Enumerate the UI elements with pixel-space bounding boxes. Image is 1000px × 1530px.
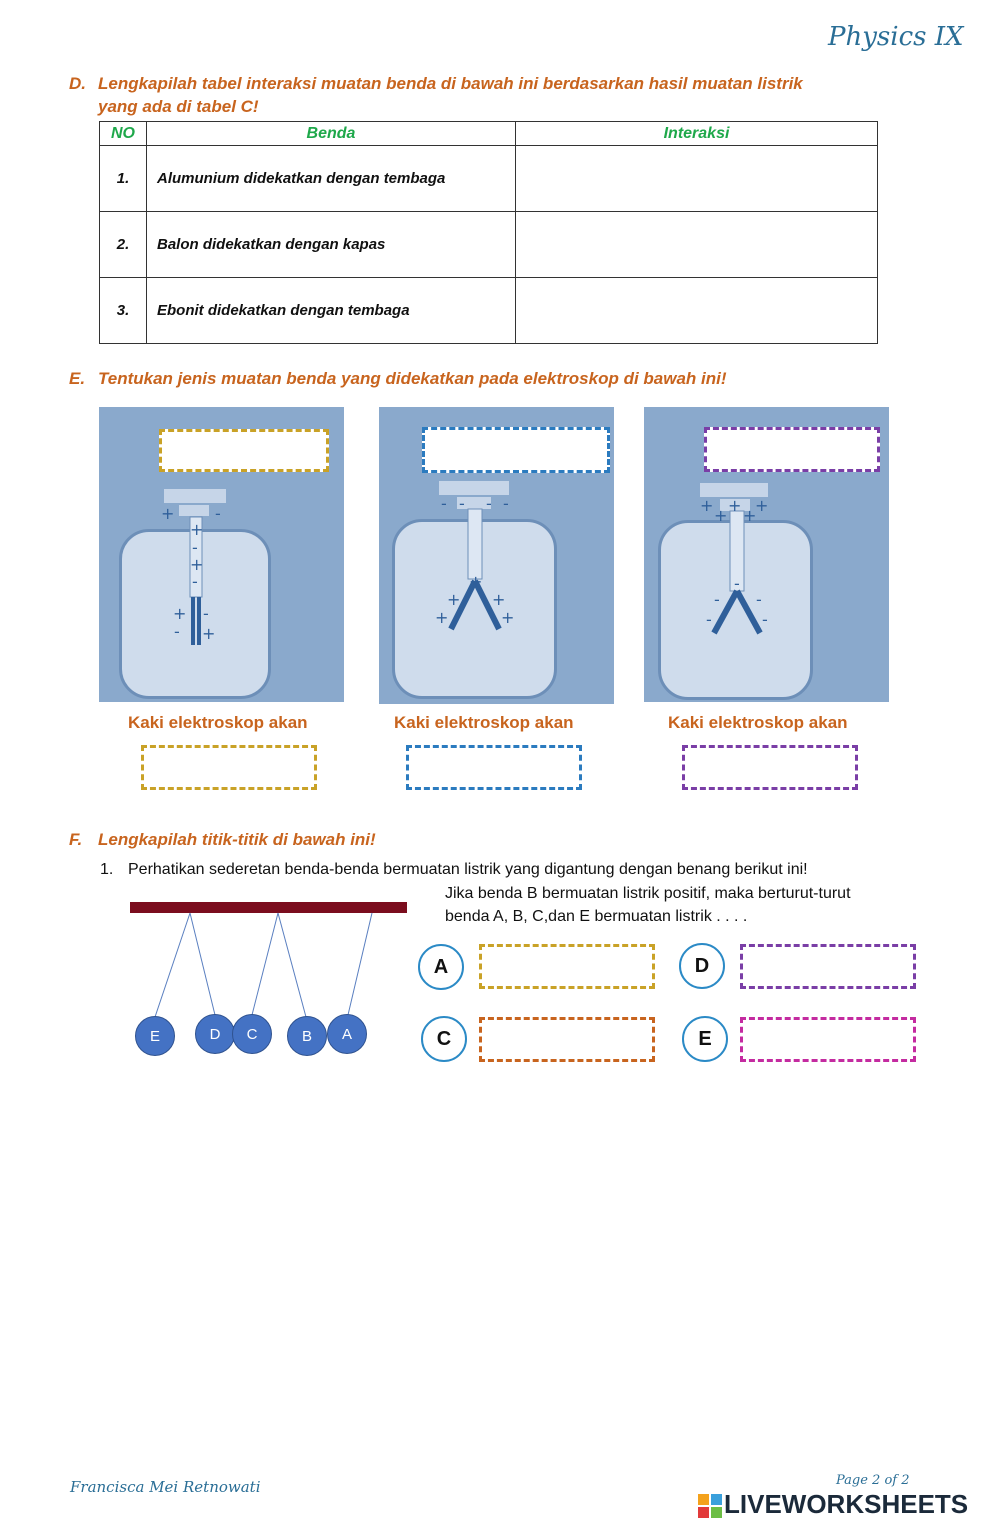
svg-text:+: +: [700, 496, 713, 515]
svg-text:+: +: [492, 590, 505, 609]
svg-text:+: +: [728, 496, 741, 515]
section-d-line1: Lengkapilah tabel interaksi muatan benda…: [98, 74, 803, 93]
panel-1-caption: Kaki elektroskop akan: [128, 713, 308, 732]
svg-text:+: +: [435, 608, 448, 627]
section-d-line2: yang ada di tabel C!: [98, 97, 259, 116]
svg-text:+: +: [190, 555, 203, 574]
section-e-letter: E.: [69, 369, 86, 388]
svg-text:+: +: [161, 504, 174, 523]
header-no: NO: [99, 121, 147, 146]
answer-label-c: C: [421, 1016, 467, 1062]
liveworksheets-logo-icon: [698, 1494, 722, 1518]
interaksi-answer-cell[interactable]: [515, 145, 878, 212]
answer-label-d: D: [679, 943, 725, 989]
charge-ball-b: B: [287, 1016, 327, 1056]
author-signature: Francisca Mei Retnowati: [70, 1478, 261, 1496]
svg-text:-: -: [503, 494, 509, 513]
svg-text:+: +: [501, 608, 514, 627]
answer-label-e: E: [682, 1016, 728, 1062]
answer-box-c[interactable]: [479, 1017, 655, 1062]
svg-text:-: -: [215, 504, 221, 523]
charge-ball-e: E: [135, 1016, 175, 1056]
svg-text:+: +: [173, 604, 186, 623]
table-row: 3. Ebonit didekatkan dengan tembaga: [99, 277, 878, 344]
section-f-text: Lengkapilah titik-titik di bawah ini!: [98, 830, 376, 849]
svg-text:-: -: [756, 590, 762, 609]
section-d-letter: D.: [69, 74, 86, 93]
section-e-title: E. Tentukan jenis muatan benda yang didek…: [69, 367, 949, 390]
answer-box-d[interactable]: [740, 944, 916, 989]
subject-header: Physics IX: [828, 22, 964, 52]
svg-text:+: +: [447, 590, 460, 609]
svg-text:-: -: [762, 610, 768, 629]
svg-text:+: +: [469, 572, 482, 591]
row-no: 1.: [99, 145, 147, 212]
section-d-title: D. Lengkapilah tabel interaksi muatan ben…: [69, 72, 949, 118]
electroscope-drawing-3: +++++ --- --: [700, 483, 768, 635]
svg-text:+: +: [743, 506, 756, 525]
support-bar: [130, 902, 407, 913]
row-benda: Alumunium didekatkan dengan tembaga: [146, 145, 516, 212]
electroscope-jar: [392, 519, 557, 699]
panel-1-answer-top[interactable]: [159, 429, 329, 472]
electroscope-panel-1: +- +-+- +--+: [99, 407, 344, 702]
section-e-text: Tentukan jenis muatan benda yang didekat…: [98, 369, 727, 388]
svg-text:+: +: [714, 506, 727, 525]
row-benda: Ebonit didekatkan dengan tembaga: [146, 277, 516, 344]
liveworksheets-brand: LIVEWORKSHEETS: [724, 1489, 969, 1519]
panel-2-answer-top[interactable]: [422, 427, 610, 473]
hanging-charges-figure: [130, 902, 407, 1021]
panel-3-answer-bottom[interactable]: [682, 745, 858, 790]
header-benda: Benda: [146, 121, 516, 146]
svg-text:-: -: [192, 572, 198, 591]
question-1-number: 1.: [100, 861, 114, 878]
interaksi-answer-cell[interactable]: [515, 277, 878, 344]
charge-ball-d: D: [195, 1014, 235, 1054]
header-interaksi: Interaksi: [515, 121, 878, 146]
svg-text:+: +: [202, 624, 215, 643]
answer-box-e[interactable]: [740, 1017, 916, 1062]
panel-2-caption: Kaki elektroskop akan: [394, 713, 574, 732]
answer-label-a: A: [418, 944, 464, 990]
svg-text:-: -: [714, 590, 720, 609]
interaksi-answer-cell[interactable]: [515, 211, 878, 278]
question-1-sub-line2: benda A, B, C,dan E bermuatan listrik . …: [445, 908, 748, 925]
page-number: Page 2 of 2: [836, 1473, 910, 1488]
svg-text:-: -: [441, 494, 447, 513]
table-row: 1. Alumunium didekatkan dengan tembaga: [99, 145, 878, 212]
svg-text:-: -: [174, 622, 180, 641]
svg-text:-: -: [706, 610, 712, 629]
interaction-table: NO Benda Interaksi 1. Alumunium didekatk…: [99, 121, 878, 344]
charge-ball-a: A: [327, 1014, 367, 1054]
electroscope-panel-3: +++++ --- --: [644, 407, 889, 702]
answer-box-a[interactable]: [479, 944, 655, 989]
row-no: 2.: [99, 211, 147, 278]
question-1-sub-line1: Jika benda B bermuatan listrik positif, …: [445, 885, 851, 902]
electroscope-drawing-1: +- +-+- +--+: [161, 489, 226, 645]
svg-text:+: +: [755, 496, 768, 515]
row-no: 3.: [99, 277, 147, 344]
panel-3-answer-top[interactable]: [704, 427, 880, 472]
svg-text:+: +: [190, 520, 203, 539]
electroscope-panel-2: ---- +++ ++: [379, 407, 614, 704]
panel-2-answer-bottom[interactable]: [406, 745, 582, 790]
section-f-title: F. Lengkapilah titik-titik di bawah ini!: [69, 828, 949, 851]
svg-text:-: -: [486, 494, 492, 513]
svg-text:-: -: [192, 538, 198, 557]
section-f-letter: F.: [69, 830, 83, 849]
question-1-text: Perhatikan sederetan benda-benda bermuat…: [128, 861, 808, 878]
svg-text:-: -: [734, 574, 740, 593]
panel-1-answer-bottom[interactable]: [141, 745, 317, 790]
svg-text:-: -: [203, 604, 209, 623]
row-benda: Balon didekatkan dengan kapas: [146, 211, 516, 278]
charge-ball-c: C: [232, 1014, 272, 1054]
electroscope-drawing-2: ---- +++ ++: [435, 481, 514, 631]
panel-3-caption: Kaki elektroskop akan: [668, 713, 848, 732]
table-header-row: NO Benda Interaksi: [99, 121, 878, 146]
svg-text:-: -: [459, 494, 465, 513]
table-row: 2. Balon didekatkan dengan kapas: [99, 211, 878, 278]
